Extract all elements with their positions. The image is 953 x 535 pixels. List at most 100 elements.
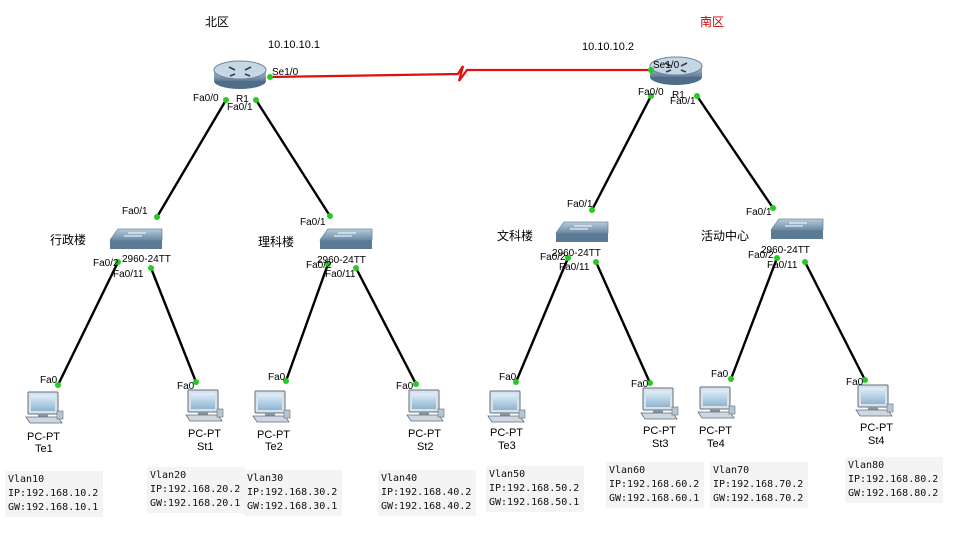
switch3-port-b: Fa0/11	[559, 262, 590, 273]
switch-3[interactable]	[555, 221, 609, 242]
ip-address: IP:192.168.60.2	[609, 479, 700, 490]
south-wan-ip: 10.10.10.2	[582, 41, 634, 53]
ip-address: IP:192.168.80.2	[848, 474, 939, 485]
vlan-id: Vlan40	[381, 473, 418, 484]
pc-name-st3: St3	[652, 438, 669, 450]
port-status-dots	[55, 67, 868, 388]
pc-st3[interactable]	[640, 387, 679, 420]
north-wan-ip: 10.10.10.1	[268, 39, 320, 51]
link-switch1-st1[interactable]	[149, 267, 198, 383]
zone-label-north: 北区	[205, 15, 229, 29]
pc-port-st4: Fa0	[846, 377, 864, 388]
vlan-info-te4: Vlan70 IP:192.168.70.2 GW:192.168.70.2	[710, 462, 808, 508]
gateway-address: GW:192.168.30.1	[247, 501, 338, 512]
north-serial-port-label: Se1/0	[272, 67, 299, 78]
pc-type-st1: PC-PT	[188, 428, 221, 440]
pc-port-st1: Fa0	[177, 381, 195, 392]
link-switch4-st4[interactable]	[803, 261, 867, 381]
switch-1[interactable]	[109, 228, 163, 249]
pc-port-te1: Fa0	[40, 375, 58, 386]
vlan-id: Vlan60	[609, 465, 646, 476]
vlan-info-te3: Vlan50 IP:192.168.50.2 GW:192.168.50.1	[486, 466, 584, 512]
router-south[interactable]	[649, 56, 703, 85]
link-switch1-te1[interactable]	[56, 261, 120, 386]
pc-port-st3: Fa0	[631, 379, 649, 390]
pc-type-st2: PC-PT	[408, 428, 441, 440]
switch4-port-a: Fa0/2	[748, 250, 774, 261]
vlan-id: Vlan30	[247, 473, 284, 484]
switch-4[interactable]	[770, 218, 824, 239]
pc-name-te1: Te1	[35, 443, 53, 455]
pc-name-te3: Te3	[498, 440, 516, 452]
gateway-address: GW:192.168.80.2	[848, 488, 939, 499]
vlan-info-st1: Vlan20 IP:192.168.20.2 GW:192.168.20.1	[147, 467, 245, 513]
gateway-address: GW:192.168.70.2	[713, 493, 804, 504]
building-label-1: 行政楼	[50, 232, 86, 247]
serial-link[interactable]	[269, 65, 651, 82]
gateway-address: GW:192.168.50.1	[489, 497, 580, 508]
switch1-port-b: Fa0/11	[113, 269, 144, 280]
gateway-address: GW:192.168.20.1	[150, 498, 241, 509]
link-r1-switch1[interactable]	[155, 99, 228, 218]
switch4-port-b: Fa0/11	[767, 260, 798, 271]
pc-port-te4: Fa0	[711, 369, 729, 380]
vlan-info-st4: Vlan80 IP:192.168.80.2 GW:192.168.80.2	[845, 457, 943, 503]
pc-st2[interactable]	[406, 389, 445, 422]
switch3-uplink-port: Fa0/1	[567, 199, 593, 210]
pc-st1[interactable]	[185, 389, 224, 422]
pc-type-te1: PC-PT	[27, 431, 60, 443]
link-r1-switch2[interactable]	[254, 99, 332, 217]
switch1-model: 2960-24TT	[122, 254, 171, 265]
north-router-port-right: Fa0/1	[227, 102, 253, 113]
switch2-port-b: Fa0/11	[325, 269, 356, 280]
vlan-id: Vlan20	[150, 470, 187, 481]
pc-te2[interactable]	[252, 390, 291, 423]
vlan-info-te2: Vlan30 IP:192.168.30.2 GW:192.168.30.1	[244, 470, 342, 516]
pc-type-te2: PC-PT	[257, 429, 290, 441]
pc-type-st4: PC-PT	[860, 422, 893, 434]
pc-port-st2: Fa0	[396, 381, 414, 392]
switch2-uplink-port: Fa0/1	[300, 217, 326, 228]
link-switch2-te2[interactable]	[284, 263, 330, 382]
link-switch2-st2[interactable]	[354, 267, 418, 385]
ip-address: IP:192.168.10.2	[8, 488, 99, 499]
switch1-uplink-port: Fa0/1	[122, 206, 148, 217]
vlan-id: Vlan80	[848, 460, 885, 471]
router-north[interactable]	[213, 60, 267, 89]
switch4-model: 2960-24TT	[761, 245, 810, 256]
ip-address: IP:192.168.50.2	[489, 483, 580, 494]
vlan-id: Vlan70	[713, 465, 750, 476]
vlan-info-te1: Vlan10 IP:192.168.10.2 GW:192.168.10.1	[5, 471, 103, 517]
vlan-id: Vlan10	[8, 474, 45, 485]
switch3-port-a: Fa0/2	[540, 252, 566, 263]
pc-te3[interactable]	[487, 390, 526, 423]
pc-te1[interactable]	[25, 391, 64, 424]
building-label-2: 理科楼	[258, 234, 294, 249]
pc-type-te4: PC-PT	[699, 425, 732, 437]
building-label-3: 文科楼	[497, 228, 533, 243]
switch4-uplink-port: Fa0/1	[746, 207, 772, 218]
pc-name-st1: St1	[197, 441, 214, 453]
north-router-port-left: Fa0/0	[193, 93, 219, 104]
link-r2-switch4[interactable]	[696, 95, 774, 209]
south-serial-port-label: Se1/0	[653, 60, 680, 71]
switch2-port-a: Fa0/2	[306, 260, 332, 271]
switch1-port-a: Fa0/2	[93, 258, 119, 269]
vlan-info-st3: Vlan60 IP:192.168.60.2 GW:192.168.60.1	[606, 462, 704, 508]
link-switch4-te4[interactable]	[729, 257, 779, 380]
pc-te4[interactable]	[697, 386, 736, 419]
pc-name-te2: Te2	[265, 441, 283, 453]
link-switch3-st3[interactable]	[594, 261, 652, 384]
pc-st4[interactable]	[855, 384, 894, 417]
ip-address: IP:192.168.30.2	[247, 487, 338, 498]
pc-type-te3: PC-PT	[490, 427, 523, 439]
link-r2-switch3[interactable]	[590, 95, 653, 211]
south-router-port-left: Fa0/0	[638, 87, 664, 98]
link-switch3-te3[interactable]	[514, 257, 570, 383]
gateway-address: GW:192.168.40.2	[381, 501, 472, 512]
zone-label-south: 南区	[700, 14, 724, 29]
switch3-model: 2960-24TT	[552, 248, 601, 259]
ip-address: IP:192.168.70.2	[713, 479, 804, 490]
switch-2[interactable]	[319, 228, 373, 249]
